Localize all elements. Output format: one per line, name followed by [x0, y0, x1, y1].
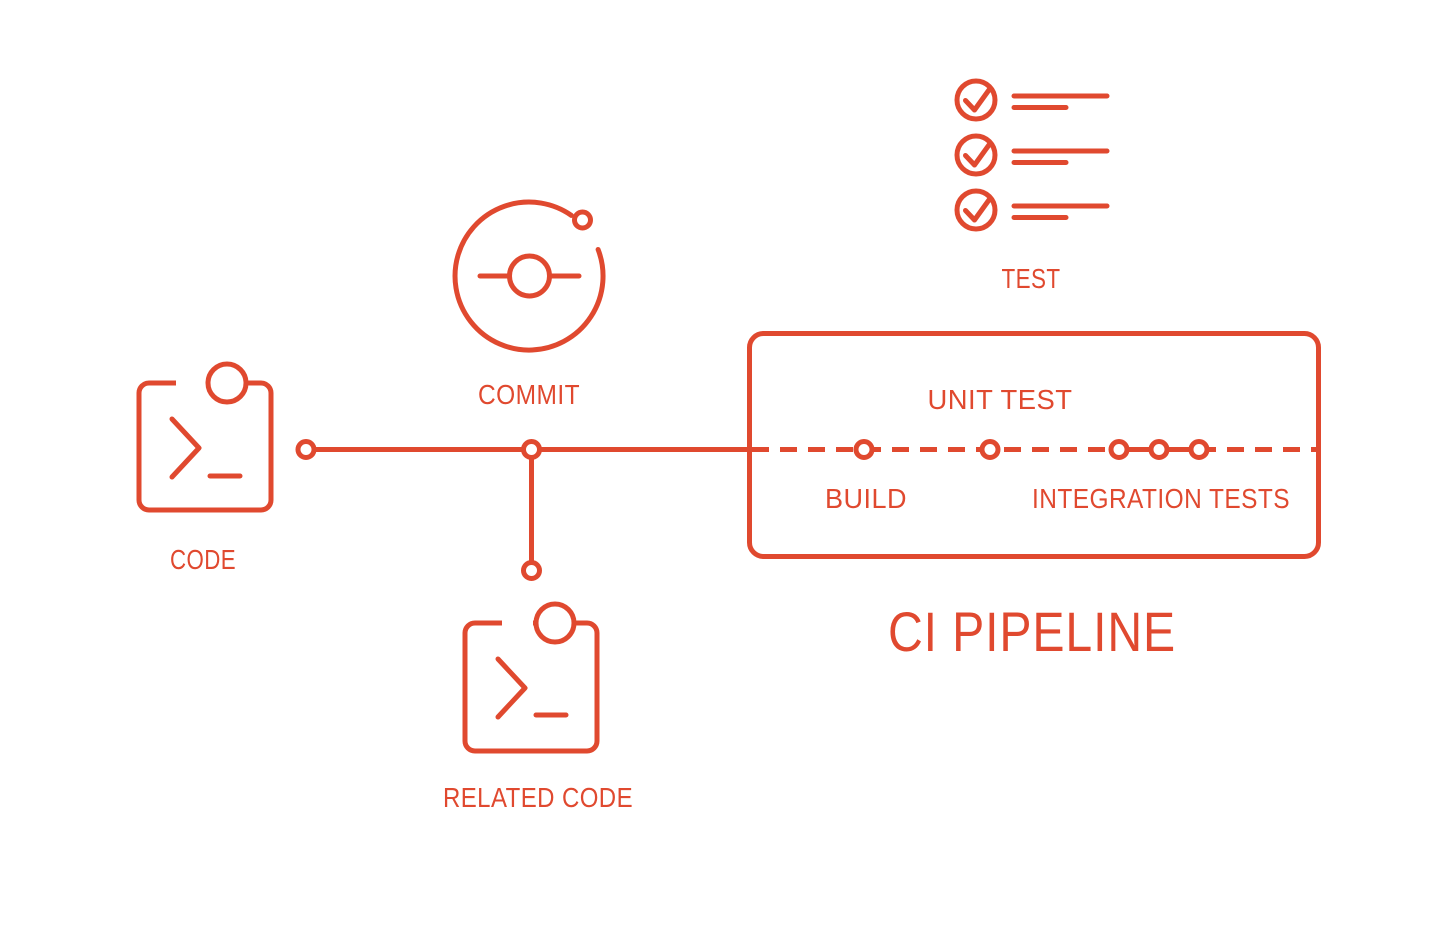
code-icon: CODE: [136, 361, 274, 575]
frame-gap-patch: [176, 377, 207, 389]
checkmark-icon: [963, 86, 993, 113]
pipeline-node-unit-test: [979, 439, 1001, 460]
commit-center-circle: [507, 253, 552, 299]
checkmark-icon: [963, 141, 993, 168]
prompt-chevron-icon: [169, 416, 202, 480]
pipeline-node-integration-1: [1108, 439, 1130, 460]
prompt-chevron-icon: [495, 656, 528, 720]
commit-orbit-arc: [452, 199, 606, 353]
flow-nodes: [295, 439, 542, 581]
flow-node-branch-end: [521, 560, 542, 581]
commit-icon: COMMIT: [452, 199, 606, 410]
checklist-item: [954, 188, 1110, 232]
commit-satellite-circle: [572, 209, 593, 231]
flow-node-start: [295, 439, 317, 460]
checklist-item: [954, 133, 1110, 177]
test-label: TEST: [1002, 263, 1061, 294]
pipeline-node-integration-2: [1148, 439, 1170, 460]
related-code-icon: RELATED CODE: [443, 601, 633, 813]
check-circle-icon: [954, 78, 998, 122]
unit-test-label: UNIT TEST: [928, 384, 1073, 415]
related-code-label: RELATED CODE: [443, 782, 633, 813]
checkmark-icon: [963, 196, 993, 223]
integration-tests-label: INTEGRATION TESTS: [1032, 483, 1290, 514]
page-title: CI PIPELINE: [888, 600, 1176, 663]
test-checklist-icon: TEST: [954, 78, 1110, 294]
check-circle-icon: [954, 133, 998, 177]
pipeline-frame: [747, 331, 1321, 559]
pipeline-node-integration-3: [1188, 439, 1210, 460]
code-terminal-frame: [136, 380, 274, 513]
flow-node-junction: [521, 439, 542, 460]
related-terminal-frame: [462, 620, 600, 754]
build-label: BUILD: [825, 483, 907, 514]
connector-lines: [314, 447, 749, 562]
code-pin-circle: [205, 361, 249, 405]
code-label: CODE: [170, 544, 236, 575]
pipeline-node-build: [853, 439, 875, 460]
frame-gap-patch: [502, 617, 533, 629]
ci-pipeline-box: UNIT TEST BUILD INTEGRATION TESTS: [747, 331, 1321, 559]
check-circle-icon: [954, 188, 998, 232]
checklist-item: [954, 78, 1110, 122]
commit-label: COMMIT: [478, 379, 580, 410]
related-pin-circle: [533, 601, 577, 645]
